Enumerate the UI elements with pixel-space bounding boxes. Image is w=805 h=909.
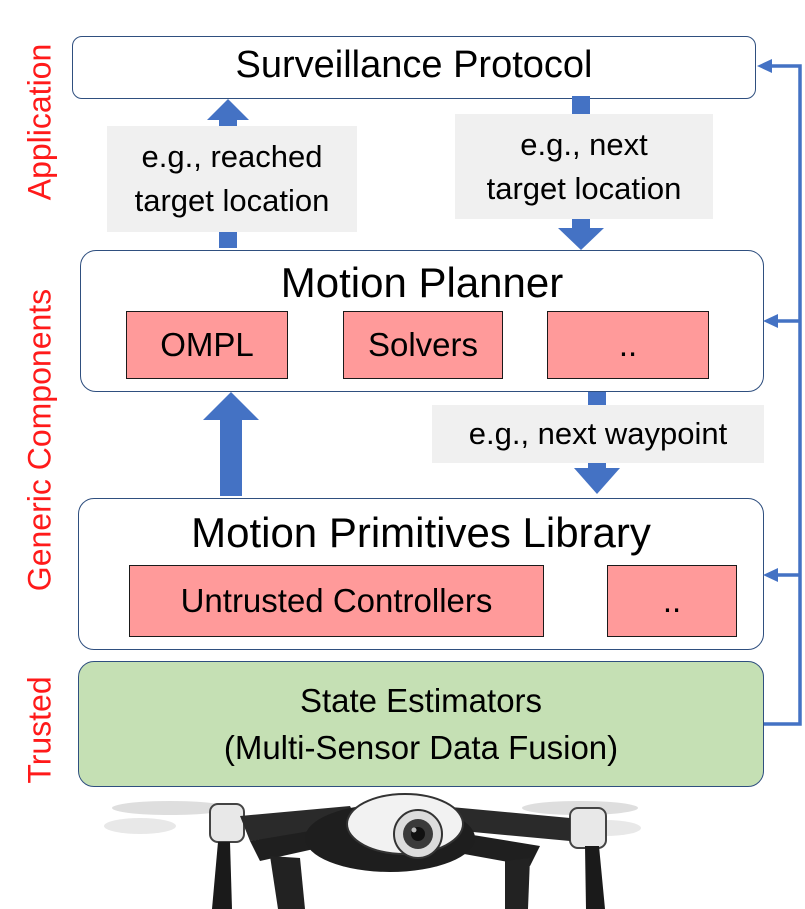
motion-planner-box: Motion Planner OMPL Solvers ..	[80, 250, 764, 392]
note-reached-target: e.g., reached target location	[107, 126, 357, 232]
component-more-primitives: ..	[607, 565, 737, 637]
note-reached-line2: target location	[134, 183, 330, 218]
state-estimators-box: State Estimators (Multi-Sensor Data Fusi…	[78, 661, 764, 787]
surveillance-protocol-box: Surveillance Protocol	[72, 36, 756, 99]
feedback-line-icon	[764, 64, 802, 726]
state-estimators-line1: State Estimators	[299, 682, 543, 719]
component-untrusted-controllers: Untrusted Controllers	[129, 565, 544, 637]
feedback-arrowheads-icon	[757, 59, 778, 582]
component-more-planner: ..	[547, 311, 709, 379]
arrow-up-reached-icon	[207, 99, 249, 248]
motion-planner-title: Motion Planner	[280, 259, 564, 306]
component-ompl: OMPL	[126, 311, 288, 379]
component-solvers: Solvers	[343, 311, 503, 379]
arrow-up-primitives-icon	[203, 392, 259, 496]
note-next-target-line1: e.g., next	[520, 126, 648, 162]
note-next-waypoint: e.g., next waypoint	[432, 405, 764, 463]
note-next-target: e.g., next target location	[455, 114, 713, 219]
motion-primitives-title: Motion Primitives Library	[191, 509, 651, 556]
motion-primitives-box: Motion Primitives Library Untrusted Cont…	[78, 498, 764, 650]
arrow-down-waypoint-icon	[574, 392, 620, 494]
note-reached-line1: e.g., reached	[141, 139, 323, 174]
arrow-down-next-target-icon	[558, 96, 604, 250]
note-next-target-line2: target location	[486, 170, 682, 206]
note-next-waypoint-text: e.g., next waypoint	[468, 416, 728, 451]
state-estimators-line2: (Multi-Sensor Data Fusion)	[223, 729, 619, 766]
surveillance-protocol-title: Surveillance Protocol	[235, 44, 593, 86]
quadcopter-drone-icon	[104, 793, 641, 909]
